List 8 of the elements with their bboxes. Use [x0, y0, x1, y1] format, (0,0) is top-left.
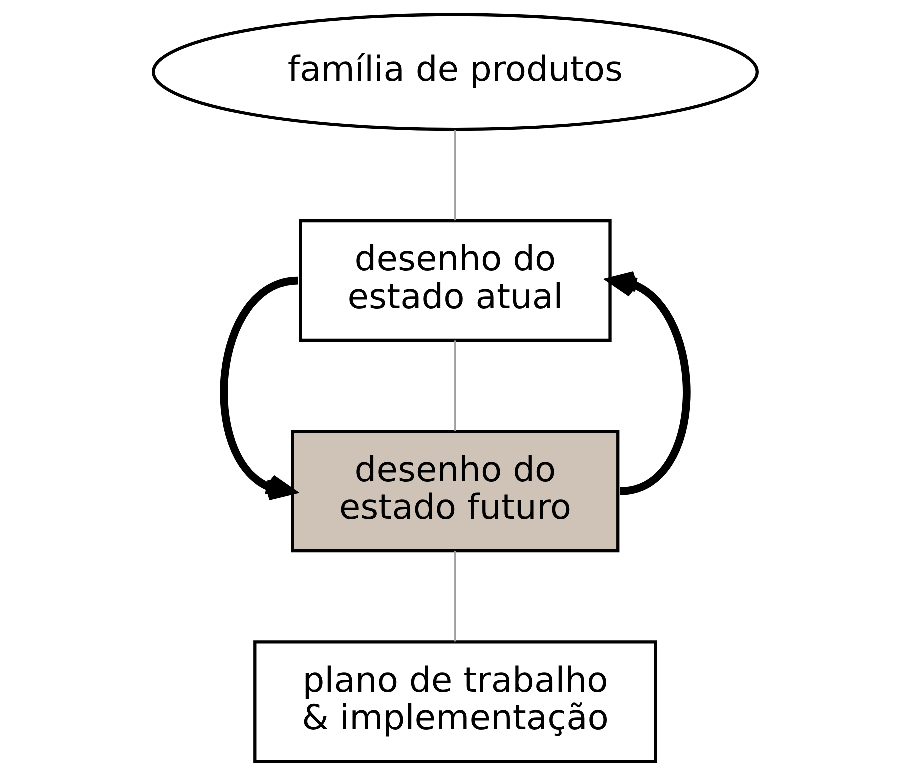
connector — [454, 340, 456, 432]
node-ellipse: família de produtos — [151, 13, 759, 132]
node-box: desenho do estado atual — [298, 220, 612, 342]
arrow — [220, 276, 299, 501]
connector — [454, 551, 456, 642]
node-box: plano de trabalho & implementação — [253, 640, 657, 764]
node-box: desenho do estado futuro — [290, 430, 620, 553]
connector — [454, 130, 456, 221]
